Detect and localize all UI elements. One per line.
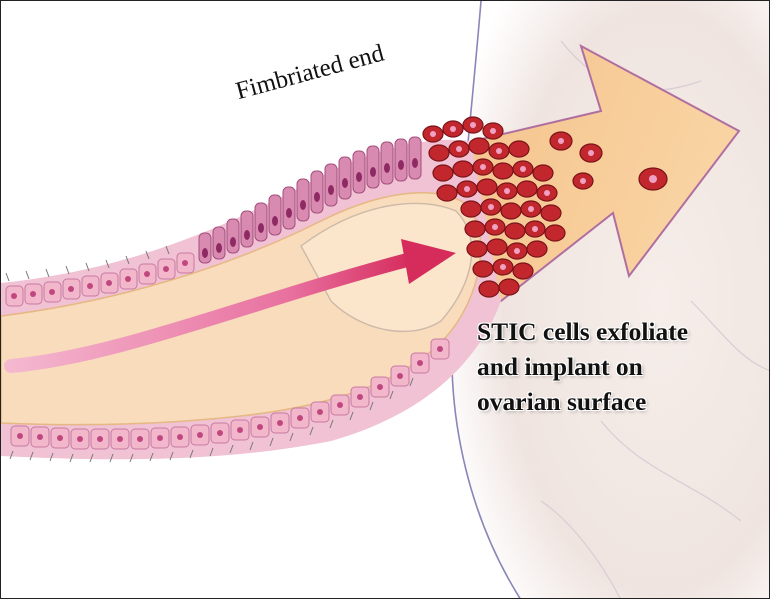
stic-caption-line-1: STIC cells exfoliate [477, 314, 688, 349]
stic-caption-line-2: and implant on [477, 349, 688, 384]
stic-caption-line-3: ovarian surface [477, 384, 688, 419]
stic-caption: STIC cells exfoliate and implant on ovar… [477, 314, 688, 419]
